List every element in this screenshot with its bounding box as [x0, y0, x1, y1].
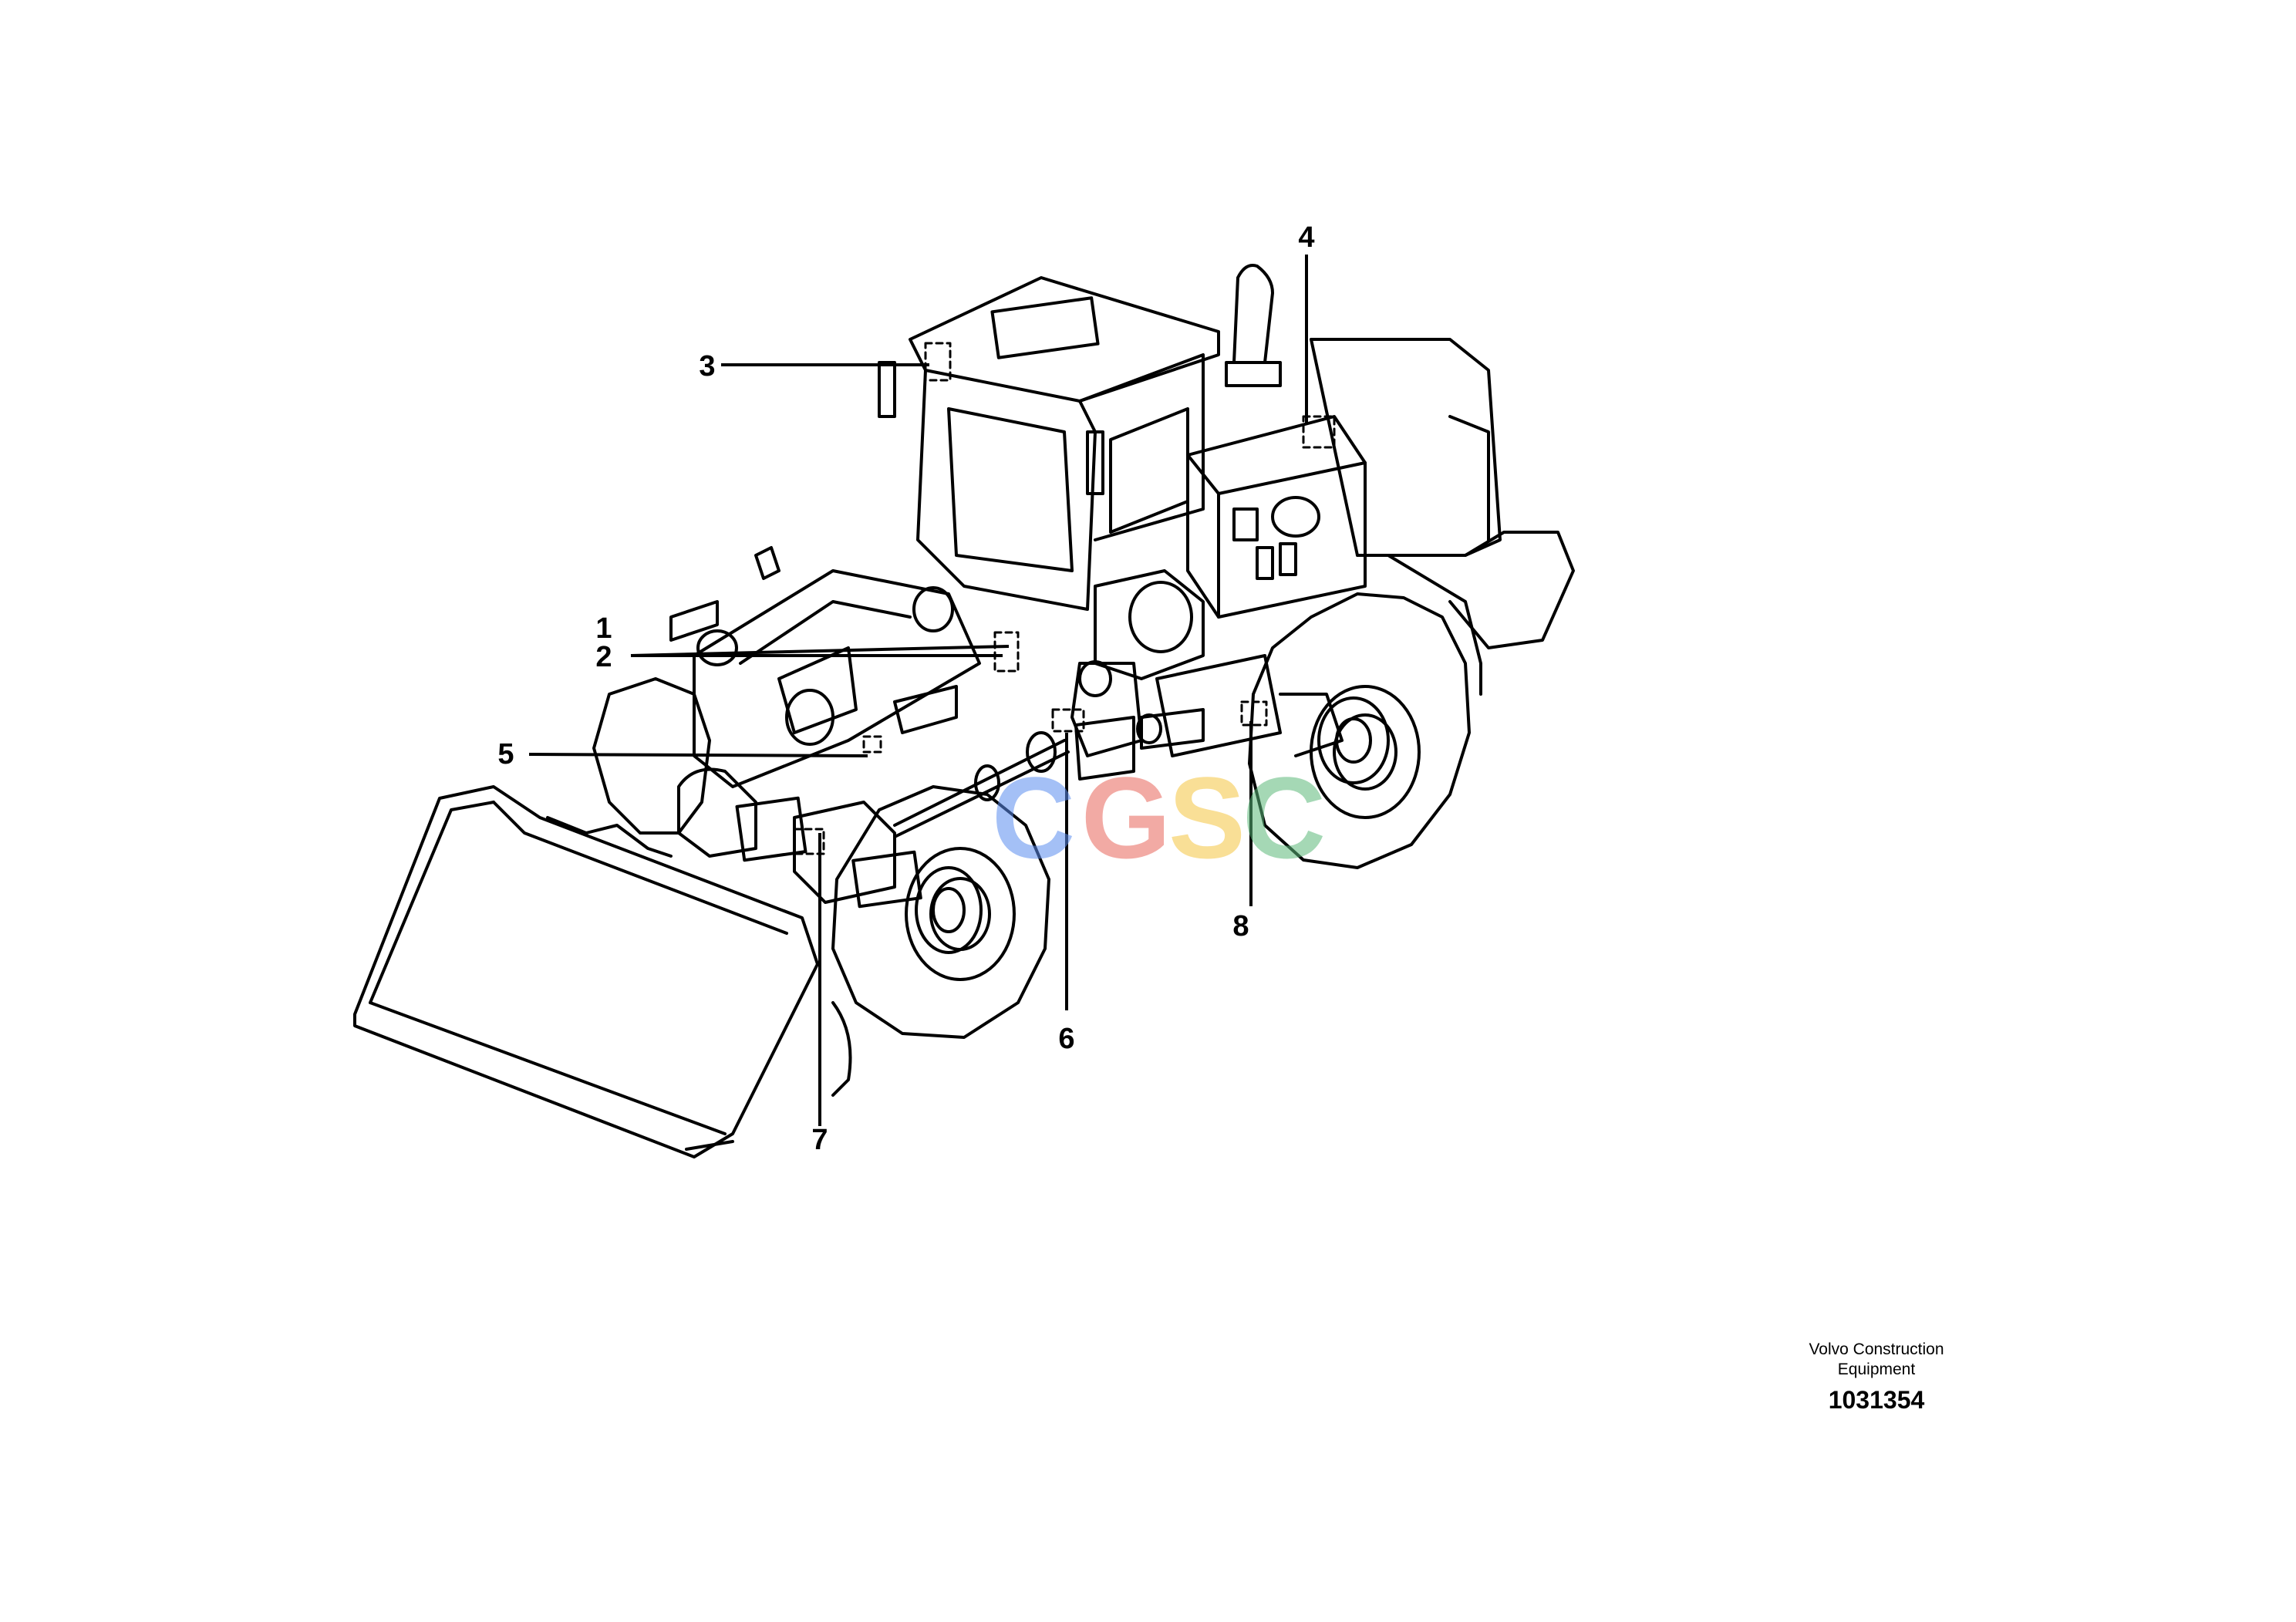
marker-boxes	[793, 342, 1336, 855]
callout-4: 4	[1298, 221, 1315, 254]
watermark-letter-4: C	[1242, 753, 1327, 882]
callout-8: 8	[1232, 910, 1249, 943]
engine-hood	[1310, 338, 1575, 696]
watermark-letter-1: C	[991, 753, 1076, 882]
exhaust-stack	[1225, 264, 1282, 387]
operator-cab	[878, 276, 1220, 611]
lift-arm	[669, 546, 981, 788]
transmission	[1070, 569, 1205, 781]
front-wheel	[831, 785, 1050, 1039]
watermark-letter-2: G	[1081, 753, 1172, 882]
callout-7: 7	[811, 1124, 828, 1156]
leader-5	[528, 753, 868, 757]
propeller-shaft	[893, 731, 1070, 838]
front-axle	[677, 767, 983, 954]
footer-company-line-2: Equipment	[1837, 1361, 1916, 1378]
callout-3: 3	[699, 350, 716, 383]
rear-axle	[1136, 654, 1390, 784]
footer-company-line-1: Volvo Construction	[1809, 1340, 1944, 1358]
callout-6: 6	[1058, 1023, 1075, 1055]
callout-5: 5	[497, 738, 514, 771]
leader-lines	[528, 255, 1308, 1126]
footer-diagram-number: 1031354	[1828, 1386, 1925, 1414]
engine-module	[1186, 415, 1367, 619]
callout-1: 1	[595, 612, 612, 645]
footer-block: Volvo Construction Equipment 1031354	[1809, 1340, 1944, 1415]
bucket	[353, 785, 852, 1158]
callout-2: 2	[595, 641, 612, 673]
far-wheel-front	[592, 677, 711, 835]
watermark-letter-3: S	[1168, 753, 1246, 882]
